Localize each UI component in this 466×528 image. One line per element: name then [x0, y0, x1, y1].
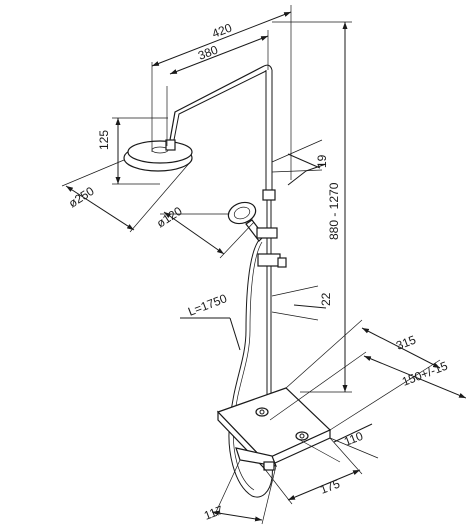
dimension-hose-length: L=1750 [180, 291, 241, 351]
riser-pipe [262, 70, 276, 410]
dimension-175: 175 [263, 437, 363, 505]
label-19: 19 [315, 154, 329, 168]
label-110: 110 [342, 429, 365, 449]
label-420: 420 [210, 20, 234, 40]
thermostatic-mixer-shelf [216, 387, 332, 470]
label-150: 150+/-15 [400, 359, 450, 389]
label-diameter-250: ø250 [66, 184, 97, 211]
label-22: 22 [319, 292, 333, 306]
label-315: 315 [394, 332, 418, 352]
label-175: 175 [318, 476, 342, 496]
rain-shower-head [123, 139, 193, 172]
label-diameter-120: ø120 [154, 204, 185, 231]
slide-holder [256, 227, 287, 268]
label-117: 117 [202, 503, 225, 523]
label-880-1270: 880 - 1270 [327, 182, 341, 240]
dimension-880-1270: 880 - 1270 [272, 21, 352, 393]
dimension-117: 117 [202, 459, 277, 525]
dimension-110: 110 [299, 423, 379, 463]
dimension-380: 380 [166, 30, 269, 146]
label-hose-length: L=1750 [186, 291, 229, 319]
shower-arm [169, 64, 273, 141]
label-125: 125 [97, 130, 111, 150]
dimension-22: 22 [271, 285, 333, 321]
dimension-125: 125 [97, 117, 168, 185]
dimension-19: 19 [271, 139, 329, 186]
dimension-420: 420 [151, 5, 292, 180]
label-380: 380 [196, 42, 220, 62]
